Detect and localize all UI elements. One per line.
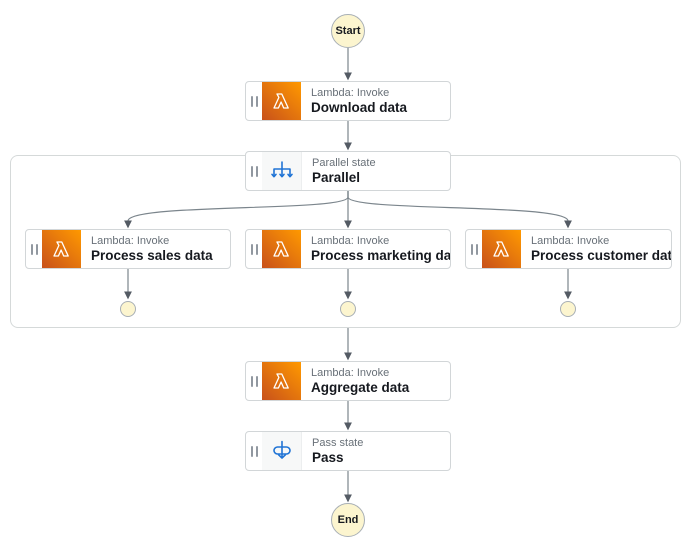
state-node-process-marketing-data[interactable]: Lambda: Invoke Process marketing data (245, 229, 451, 269)
branch-end-circle (120, 301, 136, 317)
drag-handle-icon[interactable] (466, 230, 482, 268)
branch-end-circle (560, 301, 576, 317)
state-node-aggregate-data[interactable]: Lambda: Invoke Aggregate data (245, 361, 451, 401)
node-text: Lambda: Invoke Process customer data (521, 230, 671, 268)
drag-handle-icon[interactable] (246, 432, 262, 470)
state-name-label: Download data (311, 100, 408, 115)
state-node-process-sales-data[interactable]: Lambda: Invoke Process sales data (25, 229, 231, 269)
state-name-label: Process sales data (91, 248, 213, 263)
state-type-label: Parallel state (312, 157, 376, 169)
branch-end-circle (340, 301, 356, 317)
state-name-label: Pass (312, 450, 344, 465)
end-label: End (337, 514, 359, 526)
end-node: End (331, 503, 365, 537)
node-text: Pass state Pass (302, 432, 363, 470)
drag-handle-icon[interactable] (246, 362, 262, 400)
start-label: Start (335, 25, 361, 37)
state-node-pass[interactable]: Pass state Pass (245, 431, 451, 471)
drag-handle-icon[interactable] (246, 230, 262, 268)
node-text: Lambda: Invoke Aggregate data (301, 362, 409, 400)
state-type-label: Lambda: Invoke (531, 235, 610, 247)
state-type-label: Lambda: Invoke (91, 235, 170, 247)
state-type-label: Lambda: Invoke (311, 235, 390, 247)
state-node-parallel[interactable]: Parallel state Parallel (245, 151, 451, 191)
pass-icon (262, 432, 302, 470)
drag-handle-icon[interactable] (26, 230, 42, 268)
state-node-process-customer-data[interactable]: Lambda: Invoke Process customer data (465, 229, 672, 269)
parallel-icon (262, 152, 302, 190)
state-name-label: Process marketing data (311, 248, 451, 263)
lambda-icon (482, 230, 521, 268)
state-type-label: Lambda: Invoke (311, 87, 390, 99)
state-type-label: Lambda: Invoke (311, 367, 390, 379)
state-type-label: Pass state (312, 437, 364, 449)
state-name-label: Process customer data (531, 248, 672, 263)
node-text: Lambda: Invoke Download data (301, 82, 407, 120)
lambda-icon (262, 82, 301, 120)
drag-handle-icon[interactable] (246, 152, 262, 190)
node-text: Lambda: Invoke Process marketing data (301, 230, 450, 268)
node-text: Parallel state Parallel (302, 152, 376, 190)
lambda-icon (262, 362, 301, 400)
drag-handle-icon[interactable] (246, 82, 262, 120)
lambda-icon (42, 230, 81, 268)
state-name-label: Parallel (312, 170, 361, 185)
state-name-label: Aggregate data (311, 380, 410, 395)
node-text: Lambda: Invoke Process sales data (81, 230, 213, 268)
lambda-icon (262, 230, 301, 268)
start-node: Start (331, 14, 365, 48)
state-node-download-data[interactable]: Lambda: Invoke Download data (245, 81, 451, 121)
